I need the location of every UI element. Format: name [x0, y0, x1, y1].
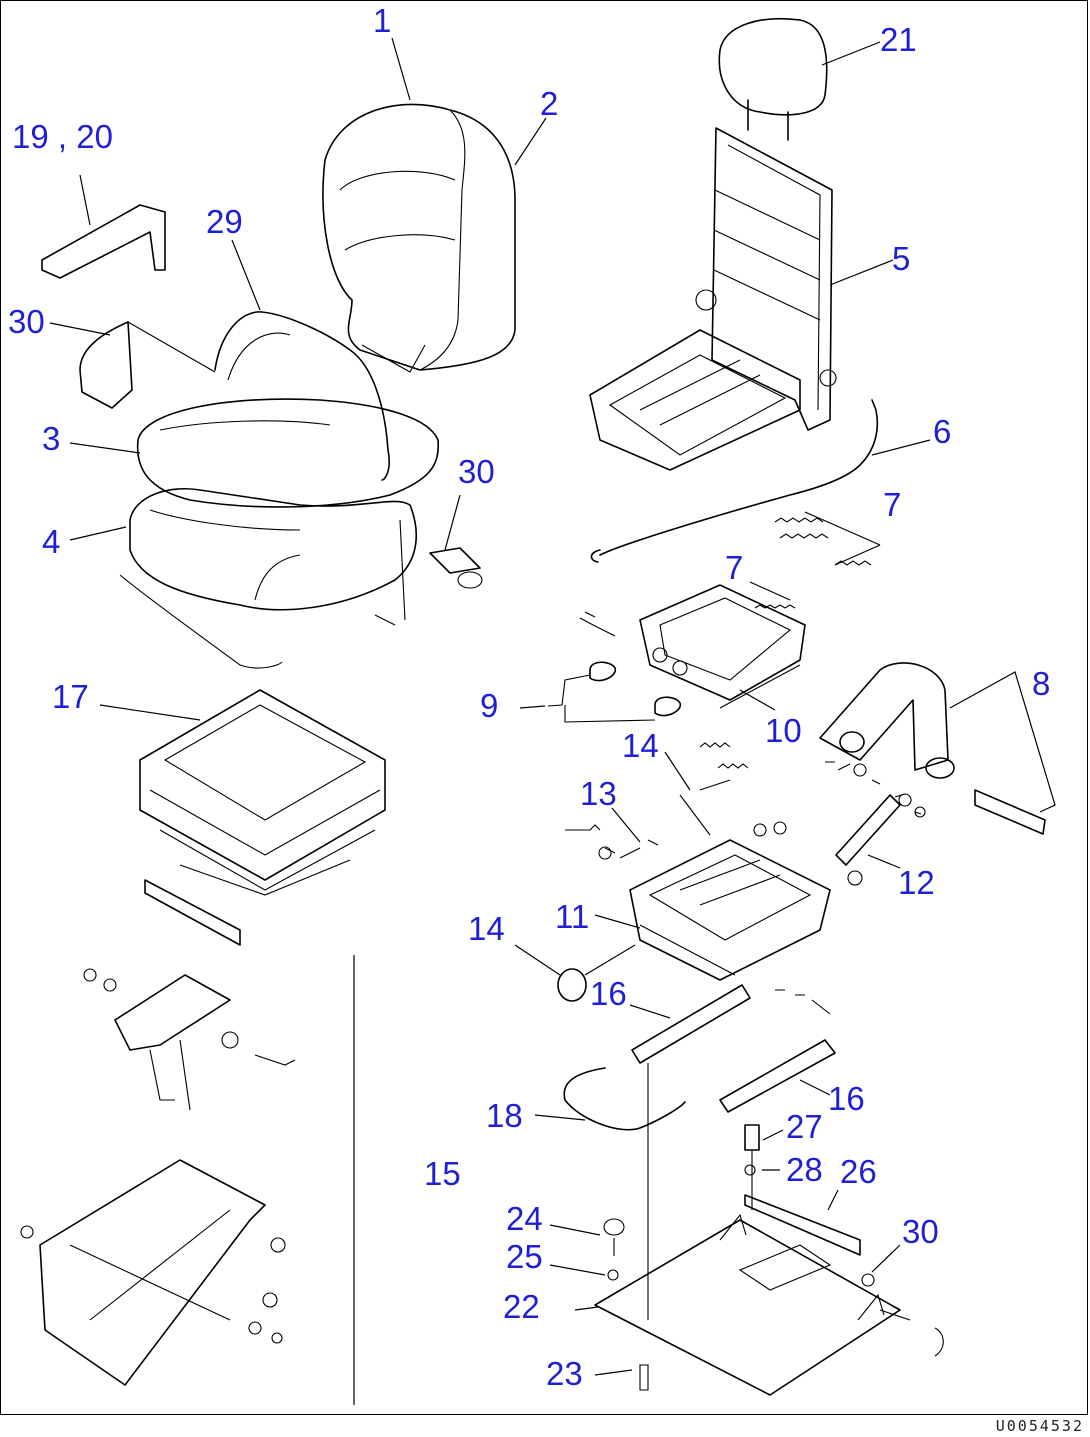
- callout-25: 25: [506, 1238, 543, 1275]
- callout-22: 22: [503, 1288, 540, 1325]
- callout-14-knob: 14: [468, 910, 505, 947]
- callout-27: 27: [786, 1108, 823, 1145]
- callout-18: 18: [486, 1097, 523, 1134]
- callout-14-springs: 14: [622, 727, 659, 764]
- backrest-cushion-drawing: [322, 103, 516, 373]
- wire-harness-drawing: [563, 1067, 686, 1131]
- callout-21: 21: [880, 21, 917, 58]
- callout-30-bracket: 30: [8, 303, 45, 340]
- release-cable-drawing: [599, 399, 879, 556]
- callout-2: 2: [540, 85, 559, 122]
- callout-12: 12: [898, 864, 935, 901]
- callout-13: 13: [580, 775, 617, 812]
- callout-5: 5: [892, 240, 911, 277]
- callout-24: 24: [506, 1200, 543, 1237]
- callout-30-base: 30: [902, 1213, 939, 1250]
- armrest-bracket-drawing: [819, 662, 1056, 835]
- callout-19-20: 19 , 20: [12, 118, 113, 155]
- slide-rails-drawing: [631, 984, 836, 1320]
- leader-lines: [49, 37, 931, 1376]
- callout-30-pin: 30: [458, 453, 495, 490]
- seat-frame-drawing: [589, 127, 837, 471]
- callout-8: 8: [1032, 665, 1051, 702]
- spring-set-drawing: [754, 511, 881, 609]
- callout-9: 9: [480, 687, 499, 724]
- suspension-cover-drawing: [139, 689, 386, 946]
- callout-17: 17: [52, 678, 89, 715]
- callout-16-lower: 16: [828, 1080, 865, 1117]
- hardware-bolts-drawing: [557, 742, 831, 1015]
- callout-7-springs: 7: [883, 486, 902, 523]
- slide-rail-assembly-drawing: [579, 584, 806, 709]
- armrest-pad-drawing: [41, 204, 166, 279]
- base-plate-drawing: [594, 1194, 944, 1396]
- callout-26: 26: [840, 1153, 877, 1190]
- adjustment-knobs-drawing: [547, 661, 681, 723]
- bracket-parts-drawing: [79, 321, 483, 589]
- callout-15: 15: [424, 1155, 461, 1192]
- callout-29: 29: [206, 203, 243, 240]
- seat-belt-drawing: [214, 311, 390, 481]
- callout-7-slide: 7: [725, 549, 744, 586]
- callout-23: 23: [546, 1355, 583, 1392]
- scissor-linkage-drawing: [20, 968, 296, 1386]
- suspension-assembly-drawing: [629, 821, 831, 981]
- callout-3: 3: [42, 420, 61, 457]
- callout-6: 6: [933, 413, 952, 450]
- callout-1: 1: [373, 2, 392, 39]
- drawing-number: U0054532: [995, 1417, 1084, 1435]
- fasteners-drawing: [603, 1124, 875, 1287]
- callout-10: 10: [765, 712, 802, 749]
- callout-28: 28: [786, 1151, 823, 1188]
- callout-16-upper: 16: [590, 975, 627, 1012]
- headrest-drawing: [718, 17, 828, 141]
- callout-11: 11: [555, 898, 590, 935]
- damper-drawing: [825, 761, 926, 886]
- callout-4: 4: [42, 523, 61, 560]
- seat-cushion-drawing: [119, 398, 440, 669]
